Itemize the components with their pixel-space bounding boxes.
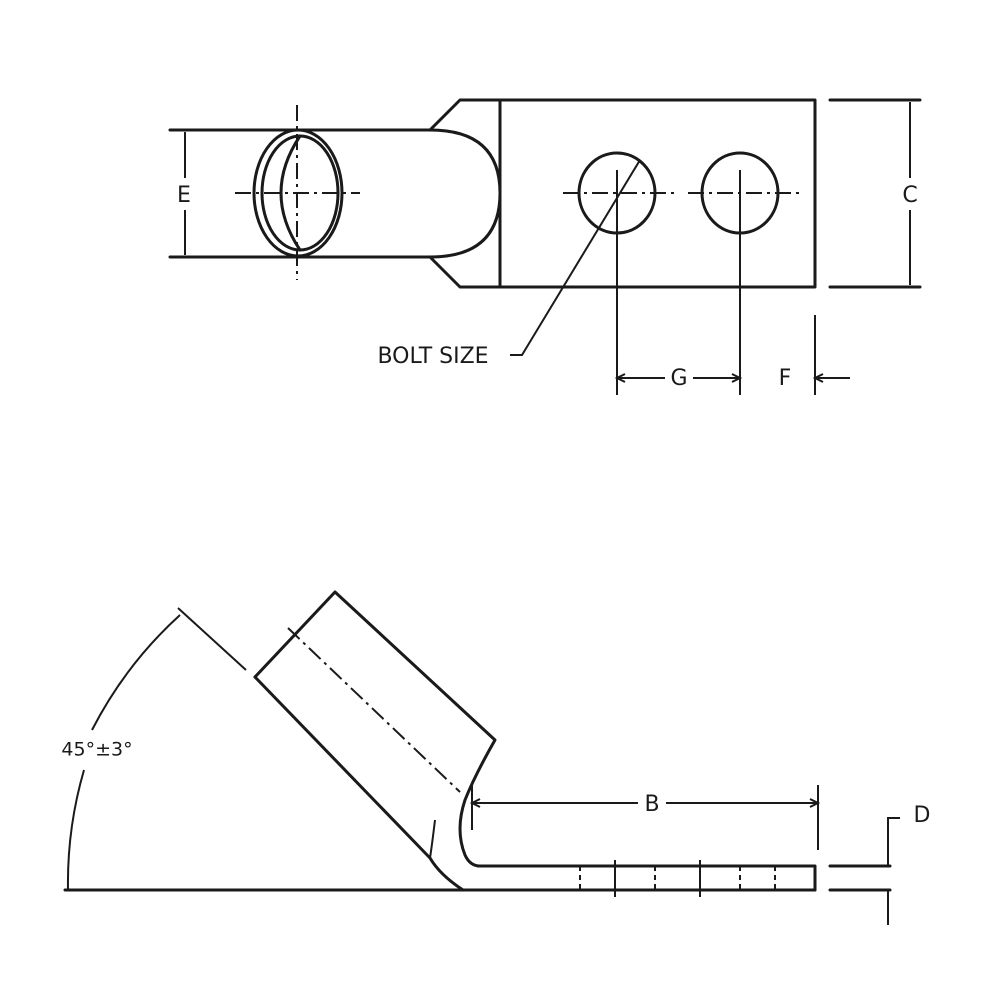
angle-arc-top: [91, 614, 181, 731]
barrel-centerline: [287, 627, 461, 793]
angle-extension-line: [177, 607, 247, 671]
barrel-angled-outline-right: [253, 590, 497, 868]
break-lines: [828, 864, 892, 892]
tongue-outline: [428, 98, 817, 289]
flat-tongue-top: [476, 864, 817, 892]
g-label: G: [670, 366, 687, 391]
e-label: E: [177, 183, 191, 208]
angle-label: 45°±3°: [61, 739, 132, 761]
side-view: 45°±3° B D: [61, 590, 931, 925]
hole-hidden-lines: [579, 866, 776, 890]
b-label: B: [644, 792, 659, 817]
barrel-inner-line: [429, 819, 436, 859]
bolt-size-leader: [510, 159, 641, 356]
g-dimension-line: [614, 373, 743, 383]
barrel-end-inner: [279, 134, 302, 252]
d-dimension-lines: [887, 817, 900, 925]
barrel-angled-outline-left: [253, 675, 465, 892]
angle-arc-bottom: [66, 769, 85, 891]
bolt-size-label: BOLT SIZE: [377, 344, 488, 369]
f-label: F: [779, 366, 792, 391]
top-view: E C G F BOLT SIZE: [168, 98, 922, 395]
b-dimension-line: [469, 798, 821, 808]
c-label: C: [902, 183, 917, 208]
hole-centerline-ticks: [614, 860, 701, 897]
d-label: D: [914, 803, 931, 828]
f-dimension-arrow: [812, 373, 850, 383]
